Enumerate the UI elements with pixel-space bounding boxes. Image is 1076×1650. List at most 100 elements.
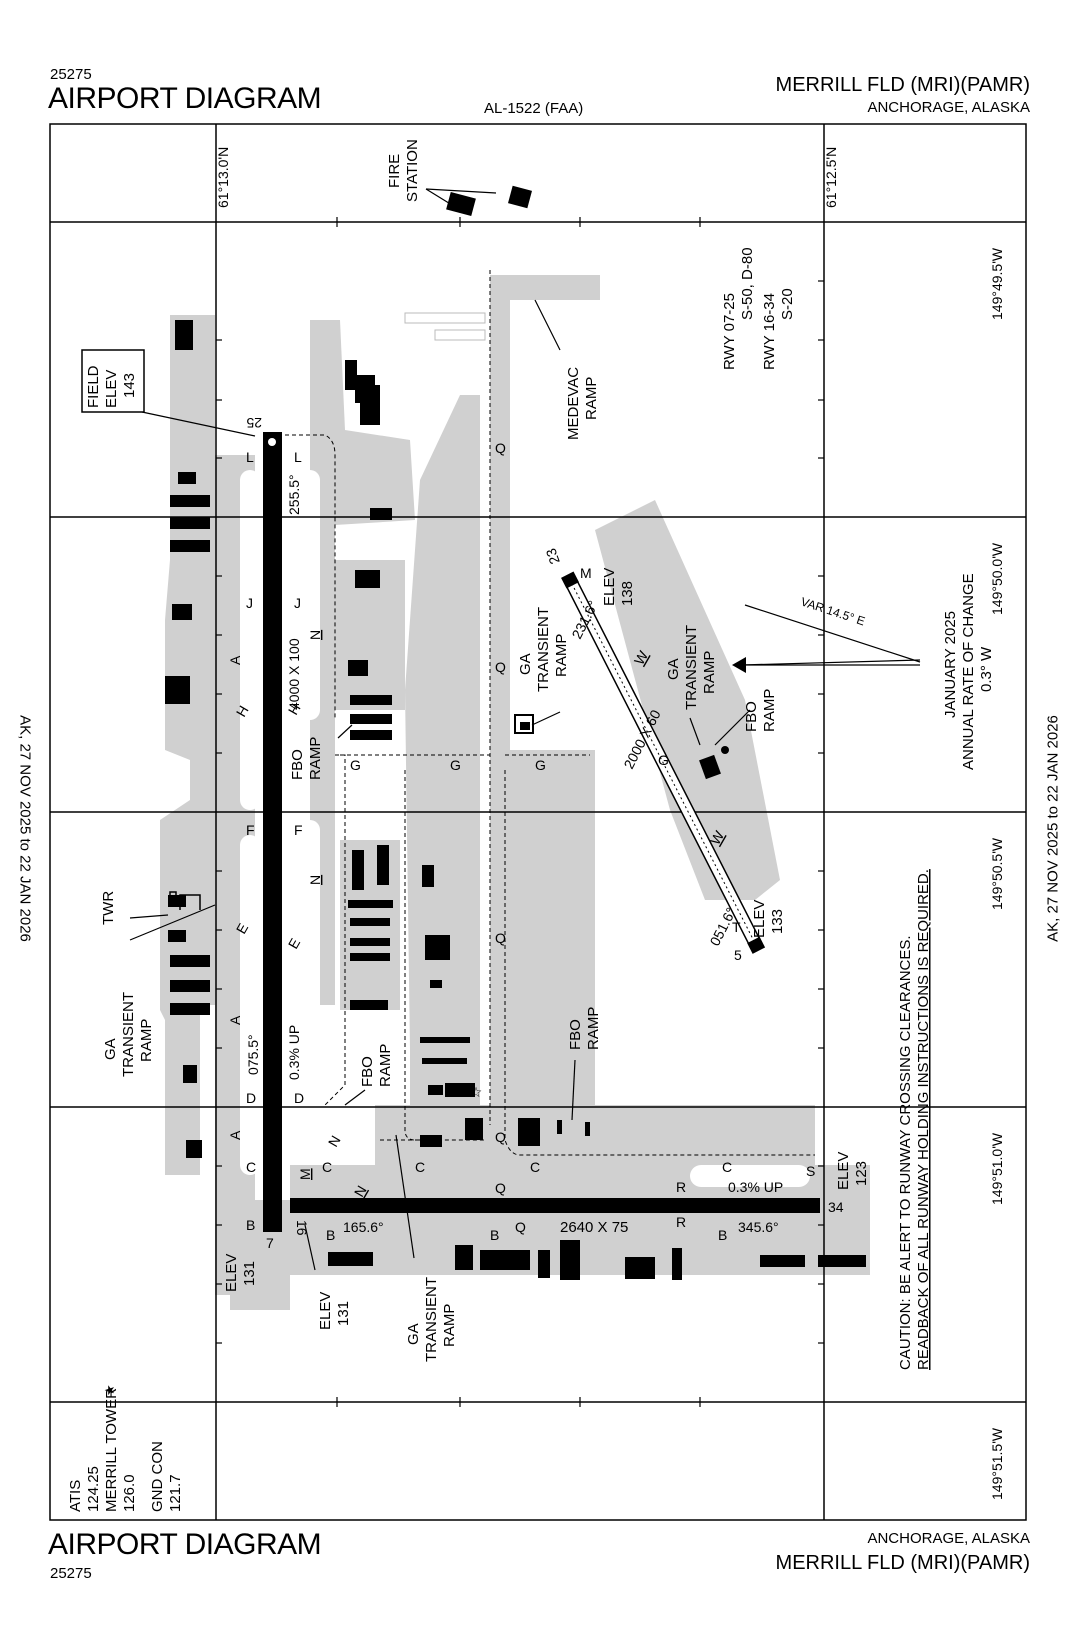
caution-line-1: CAUTION: BE ALERT TO RUNWAY CROSSING CLE… [897, 935, 914, 1370]
svg-text:S: S [806, 1163, 815, 1179]
svg-text:M: M [580, 565, 592, 581]
svg-text:0.3° W: 0.3° W [978, 646, 995, 692]
svg-text:133: 133 [769, 909, 786, 934]
leader-lines [129, 188, 921, 1271]
svg-text:S-20: S-20 [779, 288, 796, 320]
svg-text:L: L [294, 449, 302, 465]
svg-text:ATIS: ATIS [67, 1480, 84, 1512]
svg-text:GND CON: GND CON [149, 1441, 166, 1512]
svg-text:B: B [718, 1227, 727, 1243]
chart-number-top: 25275 [50, 66, 92, 83]
svg-text:FBO: FBO [567, 1019, 584, 1050]
svg-text:138: 138 [619, 581, 636, 606]
svg-text:345.6°: 345.6° [738, 1219, 779, 1235]
svg-text:GA: GA [665, 658, 682, 680]
svg-text:TRANSIENT: TRANSIENT [423, 1277, 440, 1362]
svg-text:131: 131 [335, 1301, 352, 1326]
map-frame [49, 123, 1027, 1521]
south-parallel [375, 1105, 815, 1165]
svg-text:ELEV: ELEV [223, 1254, 240, 1292]
svg-text:A: A [227, 1015, 243, 1025]
svg-text:25: 25 [246, 415, 262, 431]
svg-text:165.6°: 165.6° [343, 1219, 384, 1235]
svg-text:T: T [732, 919, 741, 935]
svg-text:F: F [246, 822, 255, 838]
svg-text:RAMP: RAMP [377, 1044, 394, 1087]
svg-text:B: B [246, 1217, 255, 1233]
grid-lines [50, 124, 1026, 1520]
svg-text:143: 143 [121, 373, 138, 398]
svg-text:JANUARY 2025: JANUARY 2025 [942, 611, 959, 718]
svg-text:J: J [246, 595, 253, 611]
svg-text:Q: Q [515, 1219, 526, 1235]
svg-text:RAMP: RAMP [138, 1019, 155, 1062]
east-ramp [505, 750, 595, 1130]
svg-text:M: M [297, 1168, 313, 1180]
city-bottom: ANCHORAGE, ALASKA [867, 1530, 1030, 1547]
svg-text:ELEV: ELEV [601, 568, 618, 606]
svg-text:Q: Q [495, 659, 506, 675]
runway-07-25 [263, 432, 282, 1232]
svg-text:GA: GA [517, 653, 534, 675]
svg-text:R: R [676, 1214, 686, 1230]
svg-text:G: G [658, 752, 669, 768]
svg-text:0.3% UP: 0.3% UP [728, 1179, 783, 1195]
parking-rows [404, 312, 486, 341]
svg-text:FBO: FBO [743, 701, 760, 732]
svg-text:075.5°: 075.5° [245, 1034, 261, 1075]
svg-text:TRANSIENT: TRANSIENT [535, 607, 552, 692]
lat-right-label: 61°12.5'N [823, 147, 839, 208]
svg-text:A: A [227, 655, 243, 665]
svg-text:N: N [307, 875, 323, 885]
lon-3-label: 149°50.5'W [989, 837, 1005, 910]
lon-2-label: 149°50.0'W [989, 542, 1005, 615]
svg-text:7: 7 [266, 1235, 274, 1251]
svg-text:☆: ☆ [470, 1084, 483, 1100]
svg-text:Q: Q [495, 1129, 506, 1145]
svg-text:2640 X 75: 2640 X 75 [560, 1219, 628, 1236]
svg-text:RAMP: RAMP [761, 689, 778, 732]
lon-4-label: 149°51.0'W [989, 1132, 1005, 1205]
svg-text:D: D [246, 1090, 256, 1106]
svg-text:ELEV: ELEV [835, 1152, 852, 1190]
svg-text:Q: Q [495, 930, 506, 946]
svg-text:RAMP: RAMP [583, 377, 600, 420]
title-bottom: AIRPORT DIAGRAM [48, 1528, 322, 1561]
svg-text:16: 16 [294, 1220, 310, 1236]
svg-text:ANNUAL RATE OF CHANGE: ANNUAL RATE OF CHANGE [960, 573, 977, 770]
runway-05-23 [561, 571, 766, 954]
svg-text:34: 34 [828, 1199, 844, 1215]
svg-text:5: 5 [734, 947, 742, 963]
svg-text:C: C [530, 1159, 540, 1175]
svg-text:FIELD: FIELD [85, 365, 102, 408]
svg-text:GA: GA [405, 1323, 422, 1345]
svg-text:B: B [490, 1227, 499, 1243]
svg-text:MERRILL TOWER: MERRILL TOWER [103, 1388, 120, 1512]
svg-text:4000 X 100: 4000 X 100 [286, 638, 302, 710]
svg-text:RWY 07-25: RWY 07-25 [721, 293, 738, 370]
al-code: AL-1522 (FAA) [484, 100, 584, 117]
svg-text:N: N [325, 1133, 344, 1150]
west-central-ramp [310, 320, 415, 1005]
svg-text:RAMP: RAMP [307, 737, 324, 780]
svg-text:C: C [322, 1159, 332, 1175]
lat-left-label: 61°13.0'N [215, 147, 231, 208]
airport-name-bottom: MERRILL FLD (MRI)(PAMR) [775, 1552, 1030, 1574]
svg-text:A: A [227, 1130, 243, 1140]
svg-text:F: F [294, 822, 303, 838]
svg-text:Q: Q [495, 1180, 506, 1196]
svg-text:131: 131 [241, 1261, 258, 1286]
fire-station-label-2: STATION [404, 139, 421, 202]
lon-5-label: 149°51.5'W [989, 1427, 1005, 1500]
svg-text:S-50, D-80: S-50, D-80 [739, 247, 756, 320]
svg-text:C: C [246, 1159, 256, 1175]
runway-16-34 [290, 1198, 820, 1213]
tie-downs [422, 1038, 468, 1042]
city-top: ANCHORAGE, ALASKA [867, 99, 1030, 116]
east-diagonal-ramp [595, 500, 780, 900]
svg-text:123: 123 [853, 1161, 870, 1186]
svg-text:23: 23 [542, 546, 562, 566]
title-top: AIRPORT DIAGRAM [48, 82, 322, 115]
svg-text:124.25: 124.25 [85, 1466, 102, 1512]
